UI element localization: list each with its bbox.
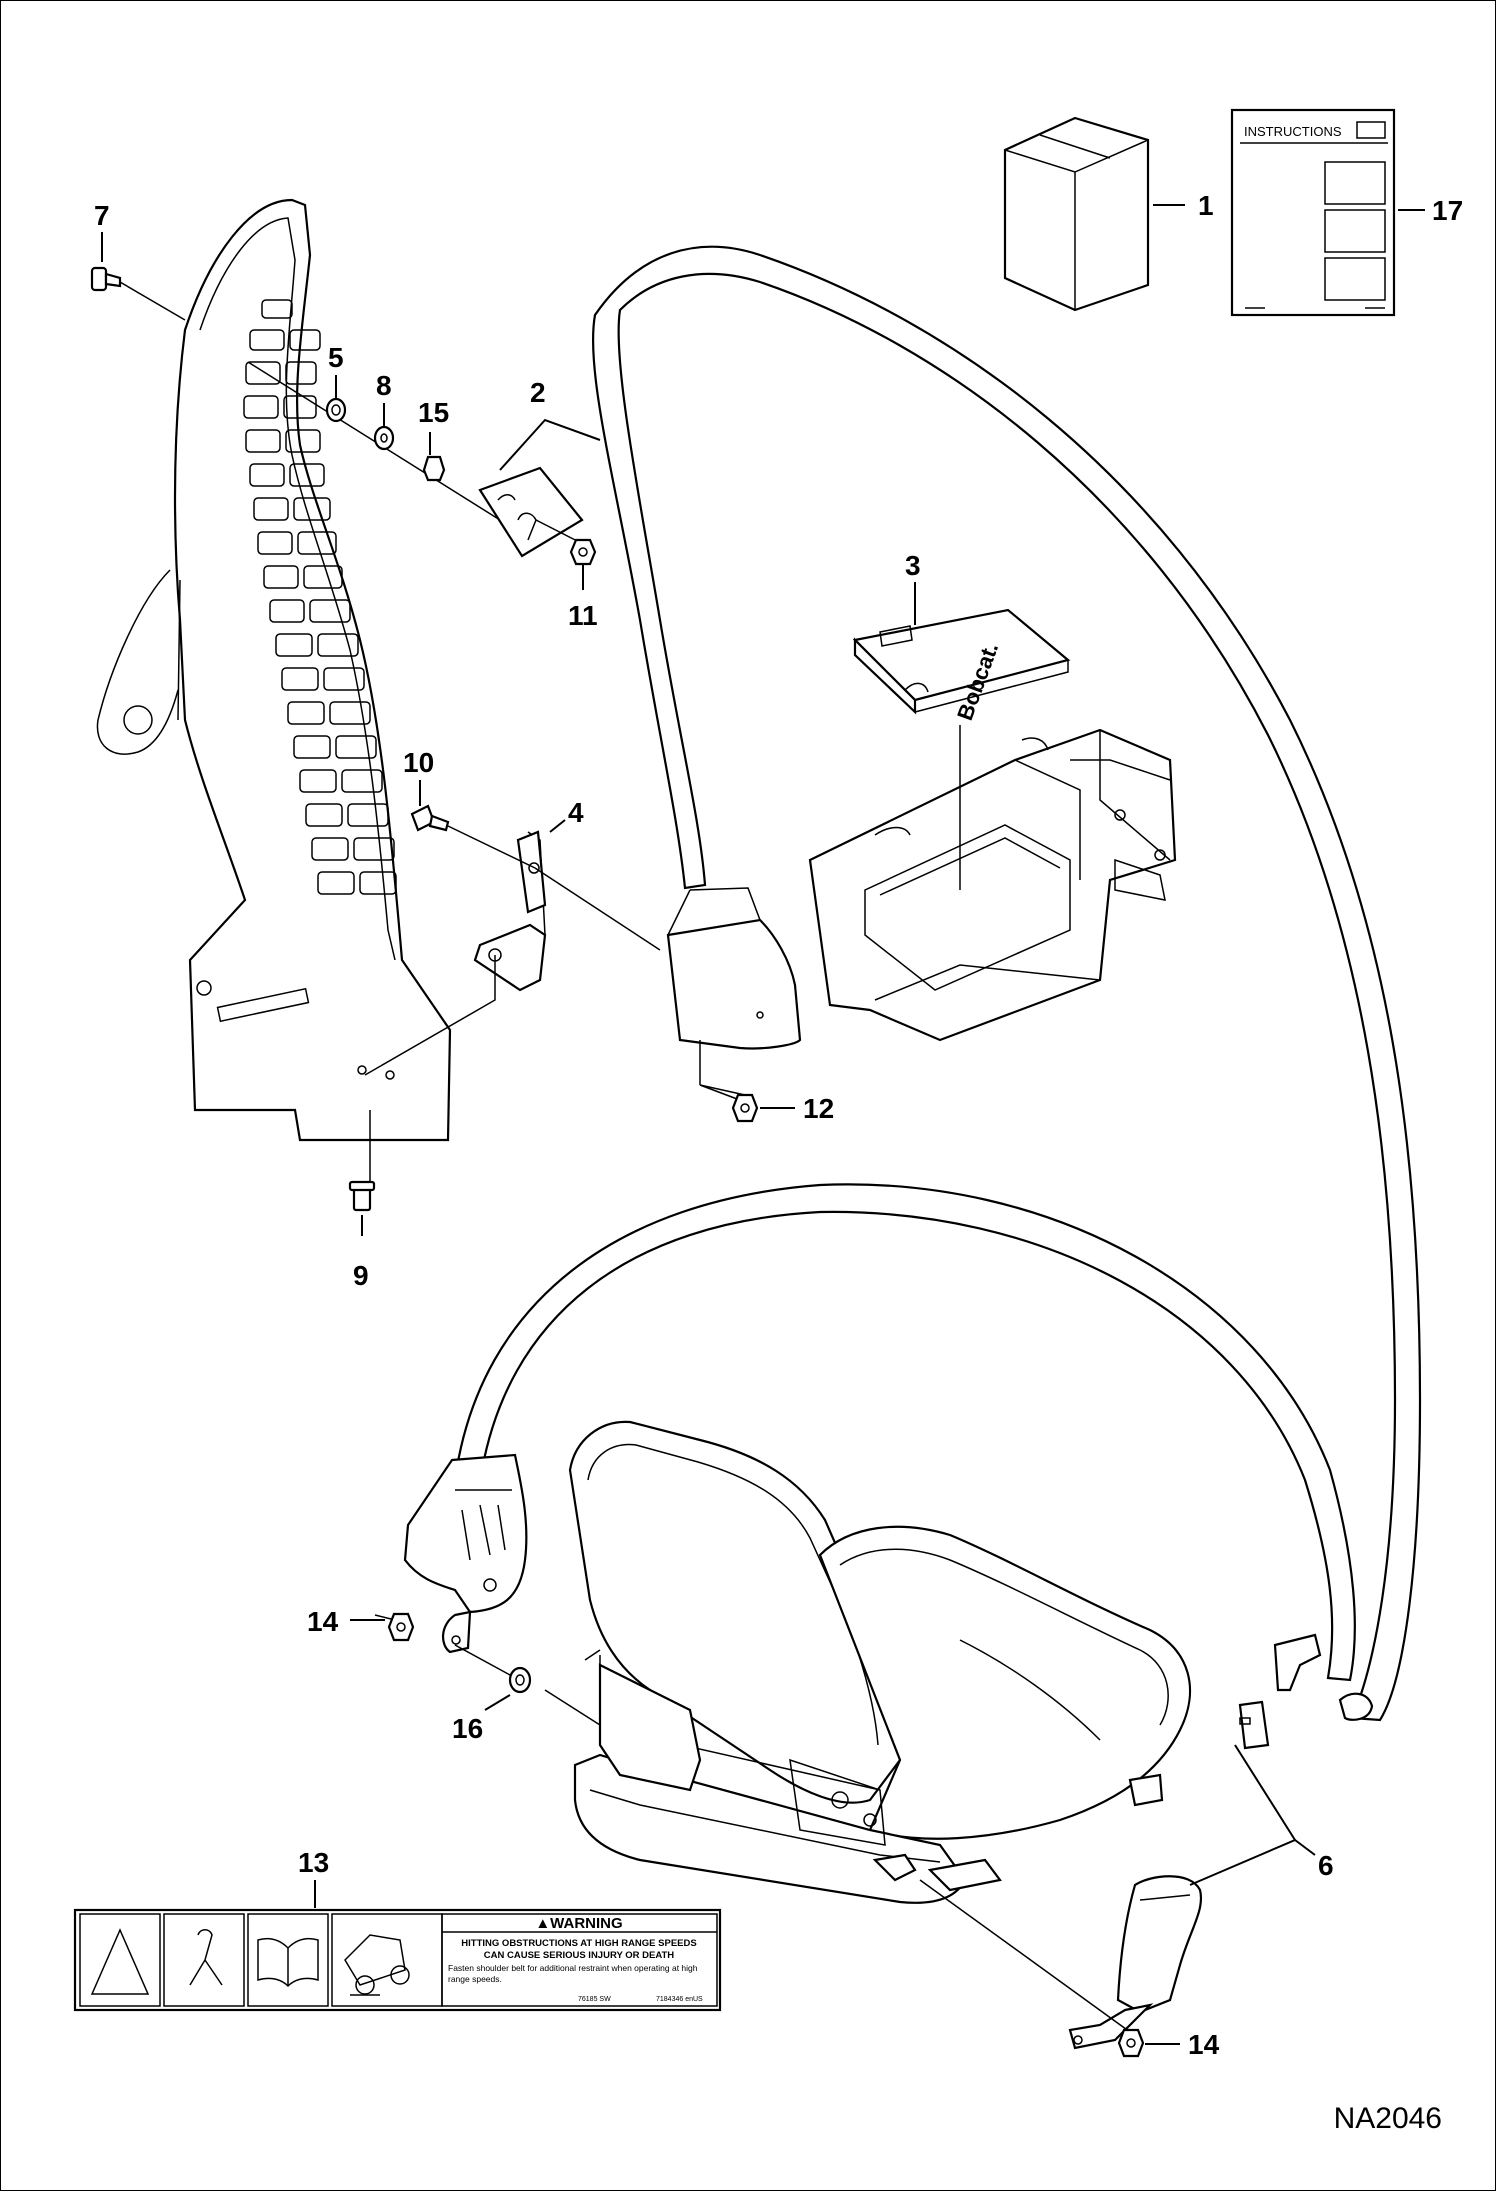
decal-line-2: CAN CAUSE SERIOUS INJURY OR DEATH: [484, 1950, 675, 1961]
callout-9: 9: [353, 1260, 369, 1291]
part-2-bracket: [478, 466, 597, 566]
part-17-instructions: INSTRUCTIONS: [1230, 108, 1396, 317]
callout-14-lower: 14: [1188, 2029, 1220, 2060]
callout-7: 7: [94, 200, 110, 231]
figure-id: NA2046: [1334, 2102, 1442, 2135]
callout-leaders: [101, 204, 1425, 2045]
part-6-seat-belt: [403, 245, 1422, 2050]
callout-3: 3: [905, 550, 921, 581]
decal-heading: ▲WARNING: [535, 1915, 622, 1932]
part-10-bolt: [410, 804, 661, 951]
callout-10: 10: [403, 747, 434, 778]
callout-17: 17: [1432, 195, 1463, 226]
callout-1: 1: [1198, 190, 1214, 221]
callout-15: 15: [418, 397, 449, 428]
decal-line-3: Fasten shoulder belt for additional rest…: [448, 1963, 698, 1973]
callout-12: 12: [803, 1093, 834, 1124]
callout-4: 4: [568, 797, 584, 828]
decal-code-left: 76185 SW: [578, 1996, 611, 2003]
callout-14-upper: 14: [307, 1606, 339, 1637]
instructions-label: INSTRUCTIONS: [1244, 124, 1342, 139]
part-9-bolt: [348, 1180, 376, 1212]
callout-13: 13: [298, 1847, 329, 1878]
callout-11: 11: [568, 600, 598, 631]
callout-6: 6: [1318, 1850, 1334, 1881]
part-1-box: [1003, 116, 1150, 312]
decal-code-right: 7184346 enUS: [656, 1996, 703, 2003]
callout-16: 16: [452, 1713, 483, 1744]
side-panel-trim: [96, 198, 452, 1142]
callout-5: 5: [328, 342, 344, 373]
trim-grid: [243, 299, 397, 895]
part-13-warning-decal: ▲WARNING HITTING OBSTRUCTIONS AT HIGH RA…: [73, 1908, 722, 2012]
console-pan: [808, 728, 1177, 1042]
callout-labels: 1 2 3 4 5 6 7 8 9 10 11 12 13 14 14 15 1…: [94, 190, 1463, 2060]
part-3-cover: Bobcat.: [852, 608, 1071, 724]
part-4-bracket: [473, 830, 547, 992]
callout-8: 8: [376, 370, 392, 401]
hardware-stack-5-8-15: [247, 361, 501, 521]
part-7-bolt: [90, 266, 186, 321]
decal-line-4: range speeds.: [448, 1974, 502, 1984]
decal-line-1: HITTING OBSTRUCTIONS AT HIGH RANGE SPEED…: [461, 1938, 696, 1949]
operator-seat: [568, 1420, 1192, 1904]
callout-2: 2: [530, 377, 546, 408]
